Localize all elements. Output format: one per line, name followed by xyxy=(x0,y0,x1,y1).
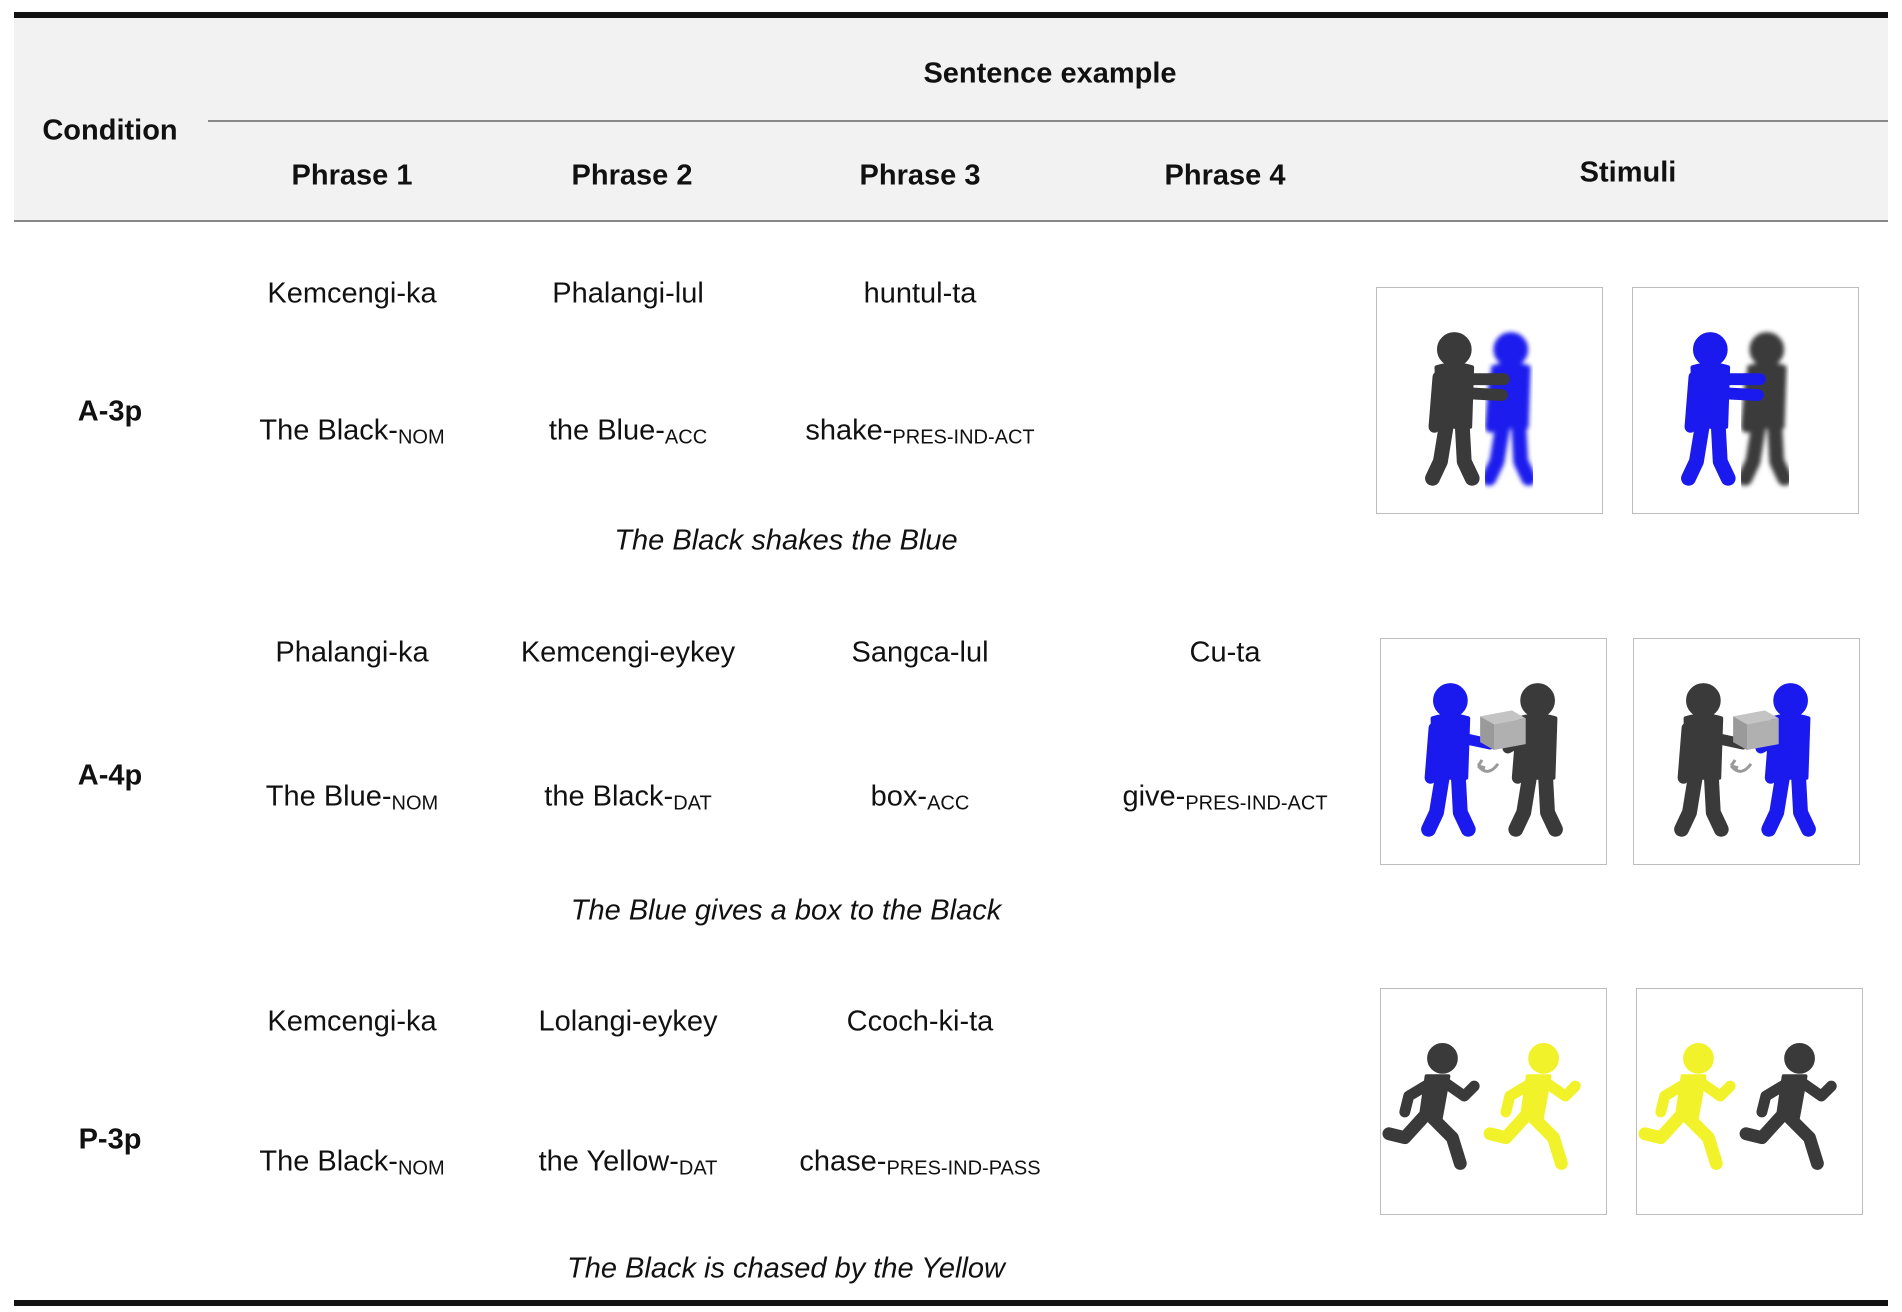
korean-phrase: Phalangi-ka xyxy=(275,636,429,669)
header-sentence-example: Sentence example xyxy=(923,57,1177,90)
table-top-rule xyxy=(14,12,1888,18)
table-bottom-rule xyxy=(14,1300,1888,1306)
stimulus-figures xyxy=(1638,1043,1837,1170)
gloss-phrase: the Black-DAT xyxy=(544,780,712,815)
stimulus-figures xyxy=(1421,683,1563,837)
korean-phrase: Lolangi-eykey xyxy=(538,1005,718,1038)
korean-phrase: Ccoch-ki-ta xyxy=(846,1005,994,1038)
stimulus-image xyxy=(1632,287,1859,514)
gloss-phrase: box-ACC xyxy=(870,780,970,815)
korean-phrase: huntul-ta xyxy=(863,277,977,310)
gloss-phrase: shake-PRES-IND-ACT xyxy=(805,414,1035,449)
header-bottom-rule xyxy=(14,220,1888,222)
gloss-phrase: The Black-NOM xyxy=(259,1145,445,1180)
translation: The Black is chased by the Yellow xyxy=(567,1252,1005,1285)
korean-phrase: Kemcengi-eykey xyxy=(520,636,736,669)
korean-phrase: Kemcengi-ka xyxy=(267,1005,437,1038)
stimulus-image xyxy=(1633,638,1860,865)
translation: The Black shakes the Blue xyxy=(614,524,958,557)
stimulus-image xyxy=(1636,988,1863,1215)
header-phrase-1: Phrase 1 xyxy=(291,159,413,192)
header-phrase-4: Phrase 4 xyxy=(1164,159,1286,192)
stimulus-figures xyxy=(1681,332,1793,486)
header-stimuli: Stimuli xyxy=(1579,156,1677,189)
header-subrule xyxy=(208,120,1888,122)
row-condition: A-4p xyxy=(77,759,143,792)
translation: The Blue gives a box to the Black xyxy=(570,894,1002,927)
header-phrase-2: Phrase 2 xyxy=(571,159,693,192)
table-header-background xyxy=(14,18,1888,221)
korean-phrase: Kemcengi-ka xyxy=(267,277,437,310)
gloss-phrase: give-PRES-IND-ACT xyxy=(1122,780,1328,815)
stimulus-image xyxy=(1380,988,1607,1215)
stimulus-figures xyxy=(1382,1043,1581,1170)
gloss-phrase: chase-PRES-IND-PASS xyxy=(799,1145,1041,1180)
row-condition: P-3p xyxy=(78,1123,142,1156)
stimulus-image xyxy=(1380,638,1607,865)
korean-phrase: Sangca-lul xyxy=(851,636,989,669)
header-condition: Condition xyxy=(42,114,178,147)
korean-phrase: Cu-ta xyxy=(1189,636,1261,669)
korean-phrase: Phalangi-lul xyxy=(552,277,704,310)
header-phrase-3: Phrase 3 xyxy=(859,159,981,192)
stimulus-figures xyxy=(1425,332,1537,486)
gloss-phrase: the Blue-ACC xyxy=(548,414,708,449)
gloss-phrase: the Yellow-DAT xyxy=(538,1145,718,1180)
gloss-phrase: The Blue-NOM xyxy=(265,780,439,815)
row-condition: A-3p xyxy=(77,395,143,428)
stimulus-image xyxy=(1376,287,1603,514)
gloss-phrase: The Black-NOM xyxy=(259,414,445,449)
stimulus-figures xyxy=(1674,683,1816,837)
